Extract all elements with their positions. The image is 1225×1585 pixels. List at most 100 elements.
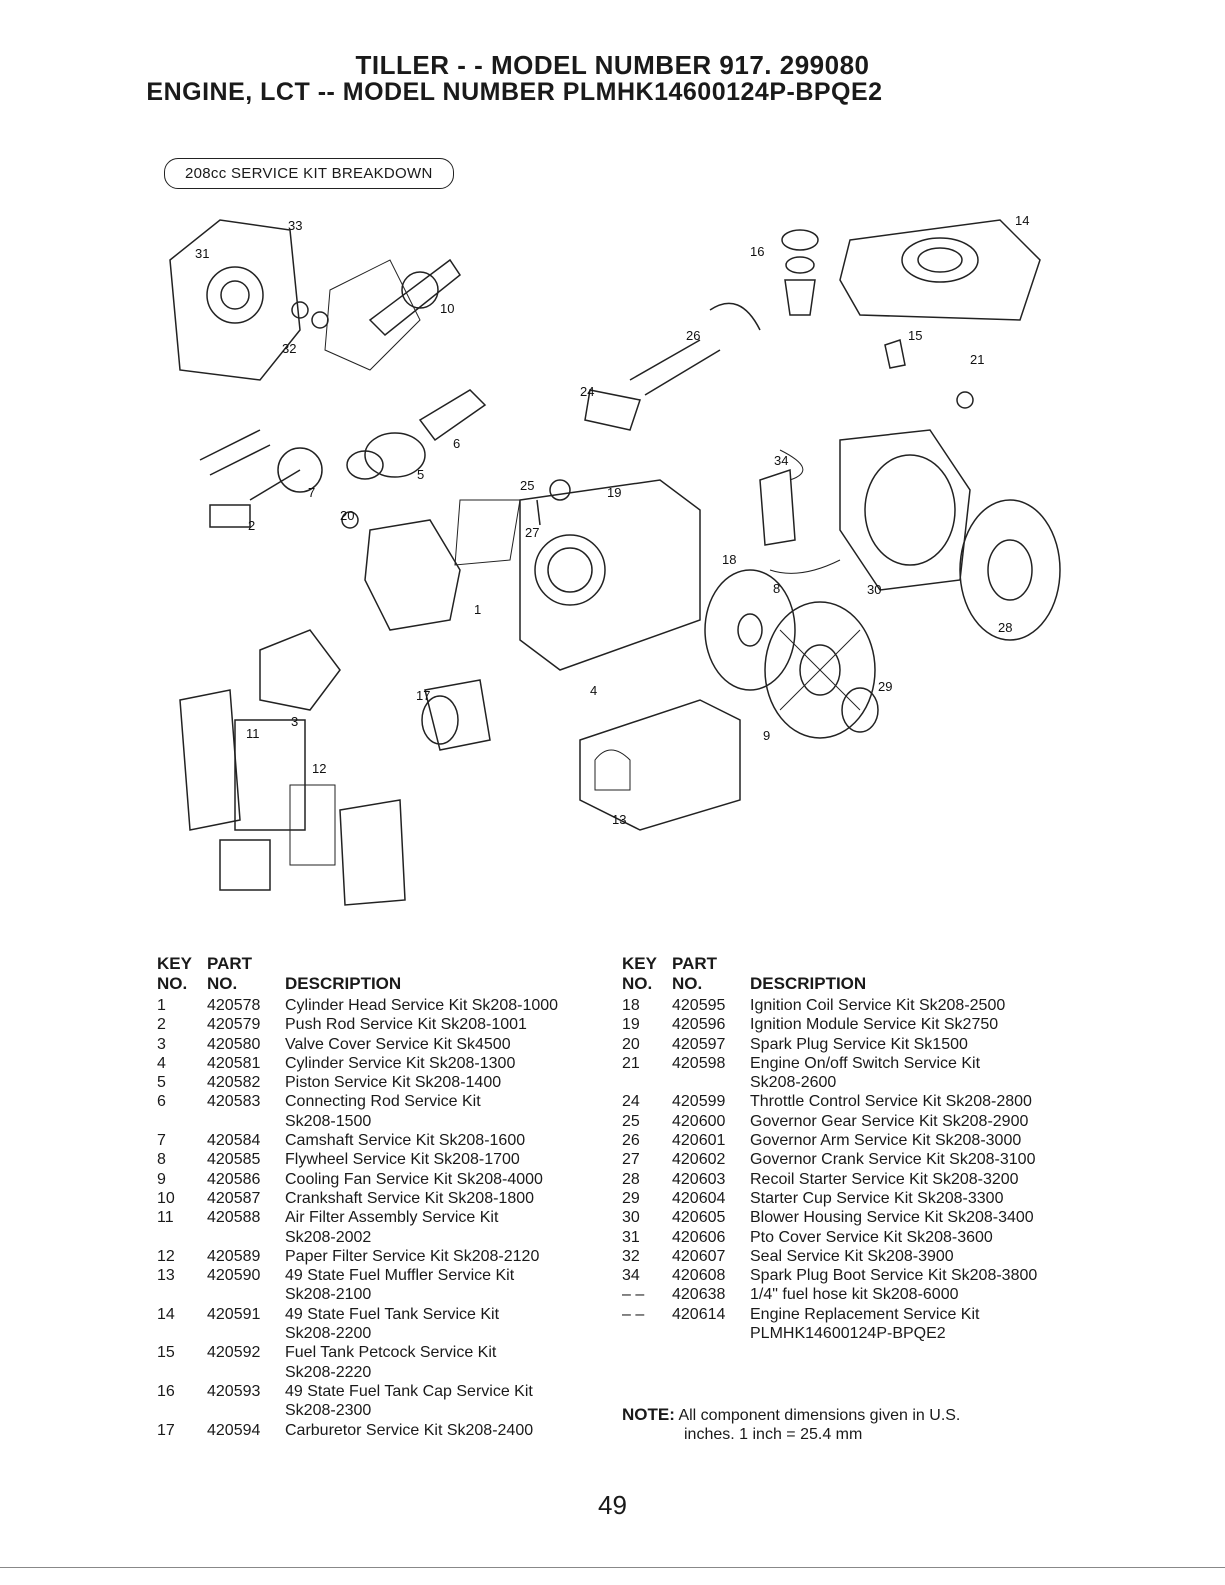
key-number: 24 — [622, 1093, 640, 1111]
part-number: 420604 — [672, 1189, 726, 1207]
part-number: 420598 — [672, 1054, 726, 1072]
key-number: 5 — [157, 1074, 166, 1092]
key-number: 26 — [622, 1132, 640, 1150]
callout-8: 8 — [773, 581, 780, 596]
part-number: 420603 — [672, 1170, 726, 1188]
callout-4: 4 — [590, 683, 597, 698]
exploded-parts-diagram: 33 31 10 32 16 14 26 15 21 24 6 34 5 25 … — [169, 213, 1061, 906]
part-number: 420586 — [207, 1170, 261, 1188]
header-part: PART — [207, 954, 253, 973]
key-number: 17 — [157, 1421, 175, 1439]
part-number: 420607 — [672, 1247, 726, 1265]
header-key-no: NO. — [157, 974, 188, 993]
part-description: Crankshaft Service Kit Sk208-1800 — [285, 1189, 535, 1207]
callout-29: 29 — [878, 679, 892, 694]
callout-32: 32 — [282, 341, 296, 356]
part-description: 49 State Fuel Muffler Service Kit Sk208-… — [285, 1267, 515, 1304]
key-number: 6 — [157, 1093, 166, 1111]
part-number: 420589 — [207, 1247, 261, 1265]
part-description: Seal Service Kit Sk208-3900 — [750, 1247, 954, 1265]
kit-breakdown-label: 208cc SERVICE KIT BREAKDOWN — [164, 158, 454, 189]
part-description: Governor Crank Service Kit Sk208-3100 — [750, 1151, 1036, 1169]
callout-17: 17 — [416, 688, 430, 703]
part-description: Governor Arm Service Kit Sk208-3000 — [750, 1132, 1022, 1150]
callout-31: 31 — [195, 246, 209, 261]
part-description: Paper Filter Service Kit Sk208-2120 — [285, 1247, 540, 1265]
part-number: 420614 — [672, 1305, 726, 1323]
part-number: 420602 — [672, 1151, 726, 1169]
recoil-starter-drawing — [959, 499, 1061, 641]
callout-27: 27 — [525, 525, 539, 540]
part-description: Blower Housing Service Kit Sk208-3400 — [750, 1209, 1034, 1227]
part-number: 420584 — [207, 1132, 261, 1150]
flywheel-drawing — [704, 569, 796, 691]
dimensions-note: NOTE: All component dimensions given in … — [622, 1405, 960, 1444]
fuel-tank-drawing — [839, 219, 1041, 321]
part-description: 49 State Fuel Tank Service Kit Sk208-220… — [285, 1305, 500, 1343]
key-number: 27 — [622, 1151, 640, 1169]
diagram-callouts: 33 31 10 32 16 14 26 15 21 24 6 34 5 25 … — [195, 213, 1029, 827]
callout-34: 34 — [774, 453, 788, 468]
part-number: 420638 — [672, 1286, 726, 1304]
part-description: 49 State Fuel Tank Cap Service Kit Sk208… — [285, 1382, 533, 1420]
callout-11: 11 — [246, 726, 260, 741]
part-number: 420585 — [207, 1151, 261, 1169]
key-number: 30 — [622, 1209, 640, 1227]
part-description: Piston Service Kit Sk208-1400 — [285, 1074, 502, 1092]
key-number: 16 — [157, 1382, 175, 1400]
part-number: 420596 — [672, 1016, 726, 1034]
part-description: 1/4" fuel hose kit Sk208-6000 — [750, 1286, 959, 1304]
callout-9: 9 — [763, 728, 770, 743]
callout-16: 16 — [750, 244, 764, 259]
part-number: 420599 — [672, 1093, 726, 1111]
callout-21: 21 — [970, 352, 984, 367]
part-description: Flywheel Service Kit Sk208-1700 — [285, 1151, 520, 1169]
page-number: 49 — [598, 1490, 627, 1520]
part-description: Fuel Tank Petcock Service Kit Sk208-2220 — [285, 1344, 497, 1381]
part-number: 420595 — [672, 997, 726, 1014]
part-number: 420594 — [207, 1421, 261, 1439]
part-number: 420605 — [672, 1209, 726, 1227]
part-description: Spark Plug Service Kit Sk1500 — [750, 1035, 968, 1053]
callout-26: 26 — [686, 328, 700, 343]
part-description: Push Rod Service Kit Sk208-1001 — [285, 1016, 527, 1034]
pto-cover-drawing — [169, 219, 301, 381]
callout-18: 18 — [722, 552, 736, 567]
callout-12: 12 — [312, 761, 326, 776]
page-subtitle: ENGINE, LCT -- MODEL NUMBER PLMHK1460012… — [146, 78, 883, 106]
callout-3: 3 — [291, 714, 298, 729]
part-description: Air Filter Assembly Service Kit Sk208-20… — [285, 1209, 499, 1246]
part-description: Pto Cover Service Kit Sk208-3600 — [750, 1228, 993, 1246]
key-number: – – — [622, 1286, 645, 1304]
part-description: Valve Cover Service Kit Sk4500 — [285, 1035, 511, 1053]
key-number: 4 — [157, 1054, 166, 1072]
part-number: 420592 — [207, 1344, 261, 1362]
note-line-2: inches. 1 inch = 25.4 mm — [684, 1426, 863, 1443]
key-number: 29 — [622, 1189, 640, 1207]
part-number: 420587 — [207, 1189, 261, 1207]
key-number: 1 — [157, 997, 166, 1014]
part-description: Camshaft Service Kit Sk208-1600 — [285, 1132, 526, 1150]
key-number: 14 — [157, 1305, 175, 1323]
part-description: Cooling Fan Service Kit Sk208-4000 — [285, 1170, 543, 1188]
callout-10: 10 — [440, 301, 454, 316]
cylinder-block-drawing — [519, 479, 701, 671]
